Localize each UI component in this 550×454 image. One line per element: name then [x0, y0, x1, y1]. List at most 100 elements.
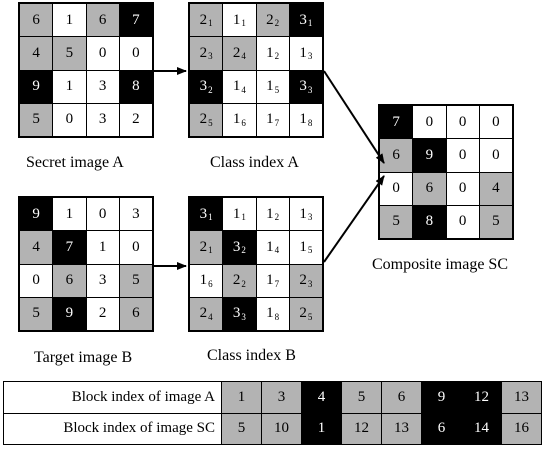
block-index-cell: 13	[501, 381, 542, 414]
cell-subscript: 3	[241, 311, 246, 322]
cell-value: 6	[32, 11, 40, 28]
cell-value: 1	[232, 11, 241, 28]
grid-cell: 0	[413, 106, 446, 139]
grid-cell: 3	[86, 70, 119, 103]
grid-cell: 7	[380, 106, 413, 139]
cell-value: 5	[32, 111, 40, 128]
grid-cell: 1	[86, 231, 119, 264]
cell-value: 0	[458, 146, 467, 163]
cell-value: 1	[65, 205, 74, 222]
block-index-cell: 1	[221, 381, 262, 414]
grid-cell: 1	[53, 198, 86, 231]
cell-value: 1	[232, 78, 241, 95]
grid-cell: 4	[20, 37, 53, 70]
cell-subscript: 6	[241, 117, 246, 128]
cell-value: 3	[132, 205, 140, 222]
block-index-cell: 10	[261, 412, 302, 445]
grid-cell: 9	[20, 70, 53, 103]
cell-subscript: 4	[241, 51, 246, 62]
block-index-cell: 1	[301, 412, 342, 445]
cell-value: 2	[299, 272, 307, 289]
class-index-a-caption: Class index A	[210, 154, 299, 171]
cell-value: 1	[266, 78, 274, 95]
grid-cell: 0	[86, 37, 119, 70]
cell-value: 3	[98, 272, 107, 289]
grid-cell: 5	[53, 37, 86, 70]
cell-value: 8	[425, 213, 434, 230]
block-index-cell: 5	[221, 412, 262, 445]
block-index-cell: 9	[421, 381, 462, 414]
cell-value: 0	[32, 272, 40, 289]
grid-cell: 6	[20, 4, 53, 37]
cell-subscript: 8	[307, 117, 313, 128]
cell-value: 6	[392, 146, 400, 163]
block-index-cell: 5	[341, 381, 382, 414]
cell-value: 1	[65, 78, 74, 95]
grid-cell: 5	[380, 205, 413, 238]
cell-value: 1	[266, 238, 274, 255]
cell-value: 2	[266, 11, 274, 28]
grid-cell: 0	[479, 139, 512, 172]
cell-subscript: 1	[307, 18, 313, 29]
cell-subscript: 5	[274, 84, 280, 95]
cell-value: 1	[299, 111, 307, 128]
cell-value: 3	[199, 205, 208, 222]
cell-subscript: 1	[241, 212, 246, 223]
cell-value: 2	[199, 44, 208, 61]
grid-cell: 0	[119, 37, 152, 70]
cell-subscript: 2	[274, 18, 280, 29]
cell-value: 3	[199, 78, 208, 95]
grid-cell: 0	[380, 172, 413, 205]
cell-value: 4	[32, 44, 40, 61]
cell-value: 2	[232, 44, 241, 61]
cell-subscript: 1	[208, 245, 213, 256]
block-index-cell: 3	[261, 381, 302, 414]
cell-value: 0	[98, 44, 107, 61]
grid-cell: 3	[86, 103, 119, 136]
grid-cell: 2	[86, 297, 119, 330]
cell-value: 5	[492, 213, 500, 230]
block-index-cell: 14	[461, 412, 502, 445]
cell-value: 1	[266, 111, 274, 128]
cell-value: 1	[98, 238, 107, 255]
grid-cell: 0	[479, 106, 512, 139]
block-index-a-label: Block index of image A	[3, 381, 222, 414]
grid-cell: 3	[119, 198, 152, 231]
cell-value: 7	[392, 113, 400, 130]
cell-value: 2	[132, 111, 140, 128]
cell-value: 1	[266, 305, 274, 322]
cell-subscript: 1	[208, 212, 213, 223]
cell-value: 2	[199, 11, 208, 28]
cell-value: 2	[199, 238, 208, 255]
cell-value: 5	[132, 272, 140, 289]
cell-subscript: 7	[274, 278, 280, 289]
cell-value: 9	[32, 78, 40, 95]
cell-value: 4	[492, 180, 500, 197]
cell-value: 2	[199, 305, 208, 322]
block-index-cell: 4	[301, 381, 342, 414]
secret-image-a-caption: Secret image A	[26, 154, 124, 171]
cell-value: 1	[299, 238, 307, 255]
cell-value: 5	[32, 305, 40, 322]
cell-subscript: 5	[307, 245, 313, 256]
grid-cell: 1	[53, 70, 86, 103]
grid-cell: 9	[53, 297, 86, 330]
